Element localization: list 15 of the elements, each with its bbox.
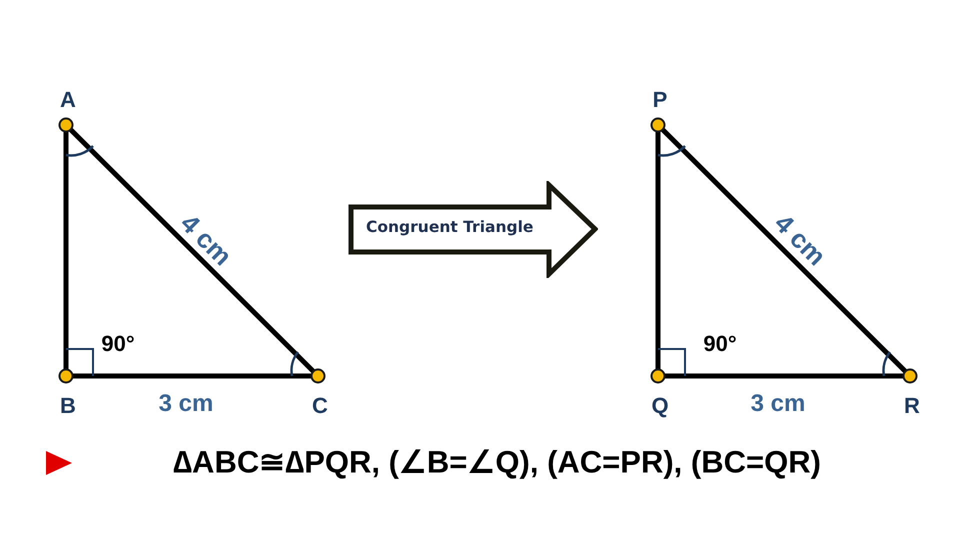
side-length-label: 4 cm [768,208,832,272]
angle-label: 90° [703,331,737,357]
vertex-label: Q [651,393,669,419]
congruence-statement: ∆ABC≅∆PQR, (∠B=∠Q), (AC=PR), (BC=QR) [173,444,821,480]
side-length-label: 4 cm [174,208,238,272]
vertex-label: P [652,87,668,113]
vertex-label: B [60,393,76,419]
side-length-label: 3 cm [158,390,214,418]
arrow-text: Congruent Triangle [366,218,534,236]
vertex-label: A [60,87,76,113]
angle-label: 90° [101,331,135,357]
vertex-label: C [312,393,328,419]
vertex-label: R [904,393,920,419]
side-length-label: 3 cm [750,390,806,418]
block-arrow [348,181,598,278]
